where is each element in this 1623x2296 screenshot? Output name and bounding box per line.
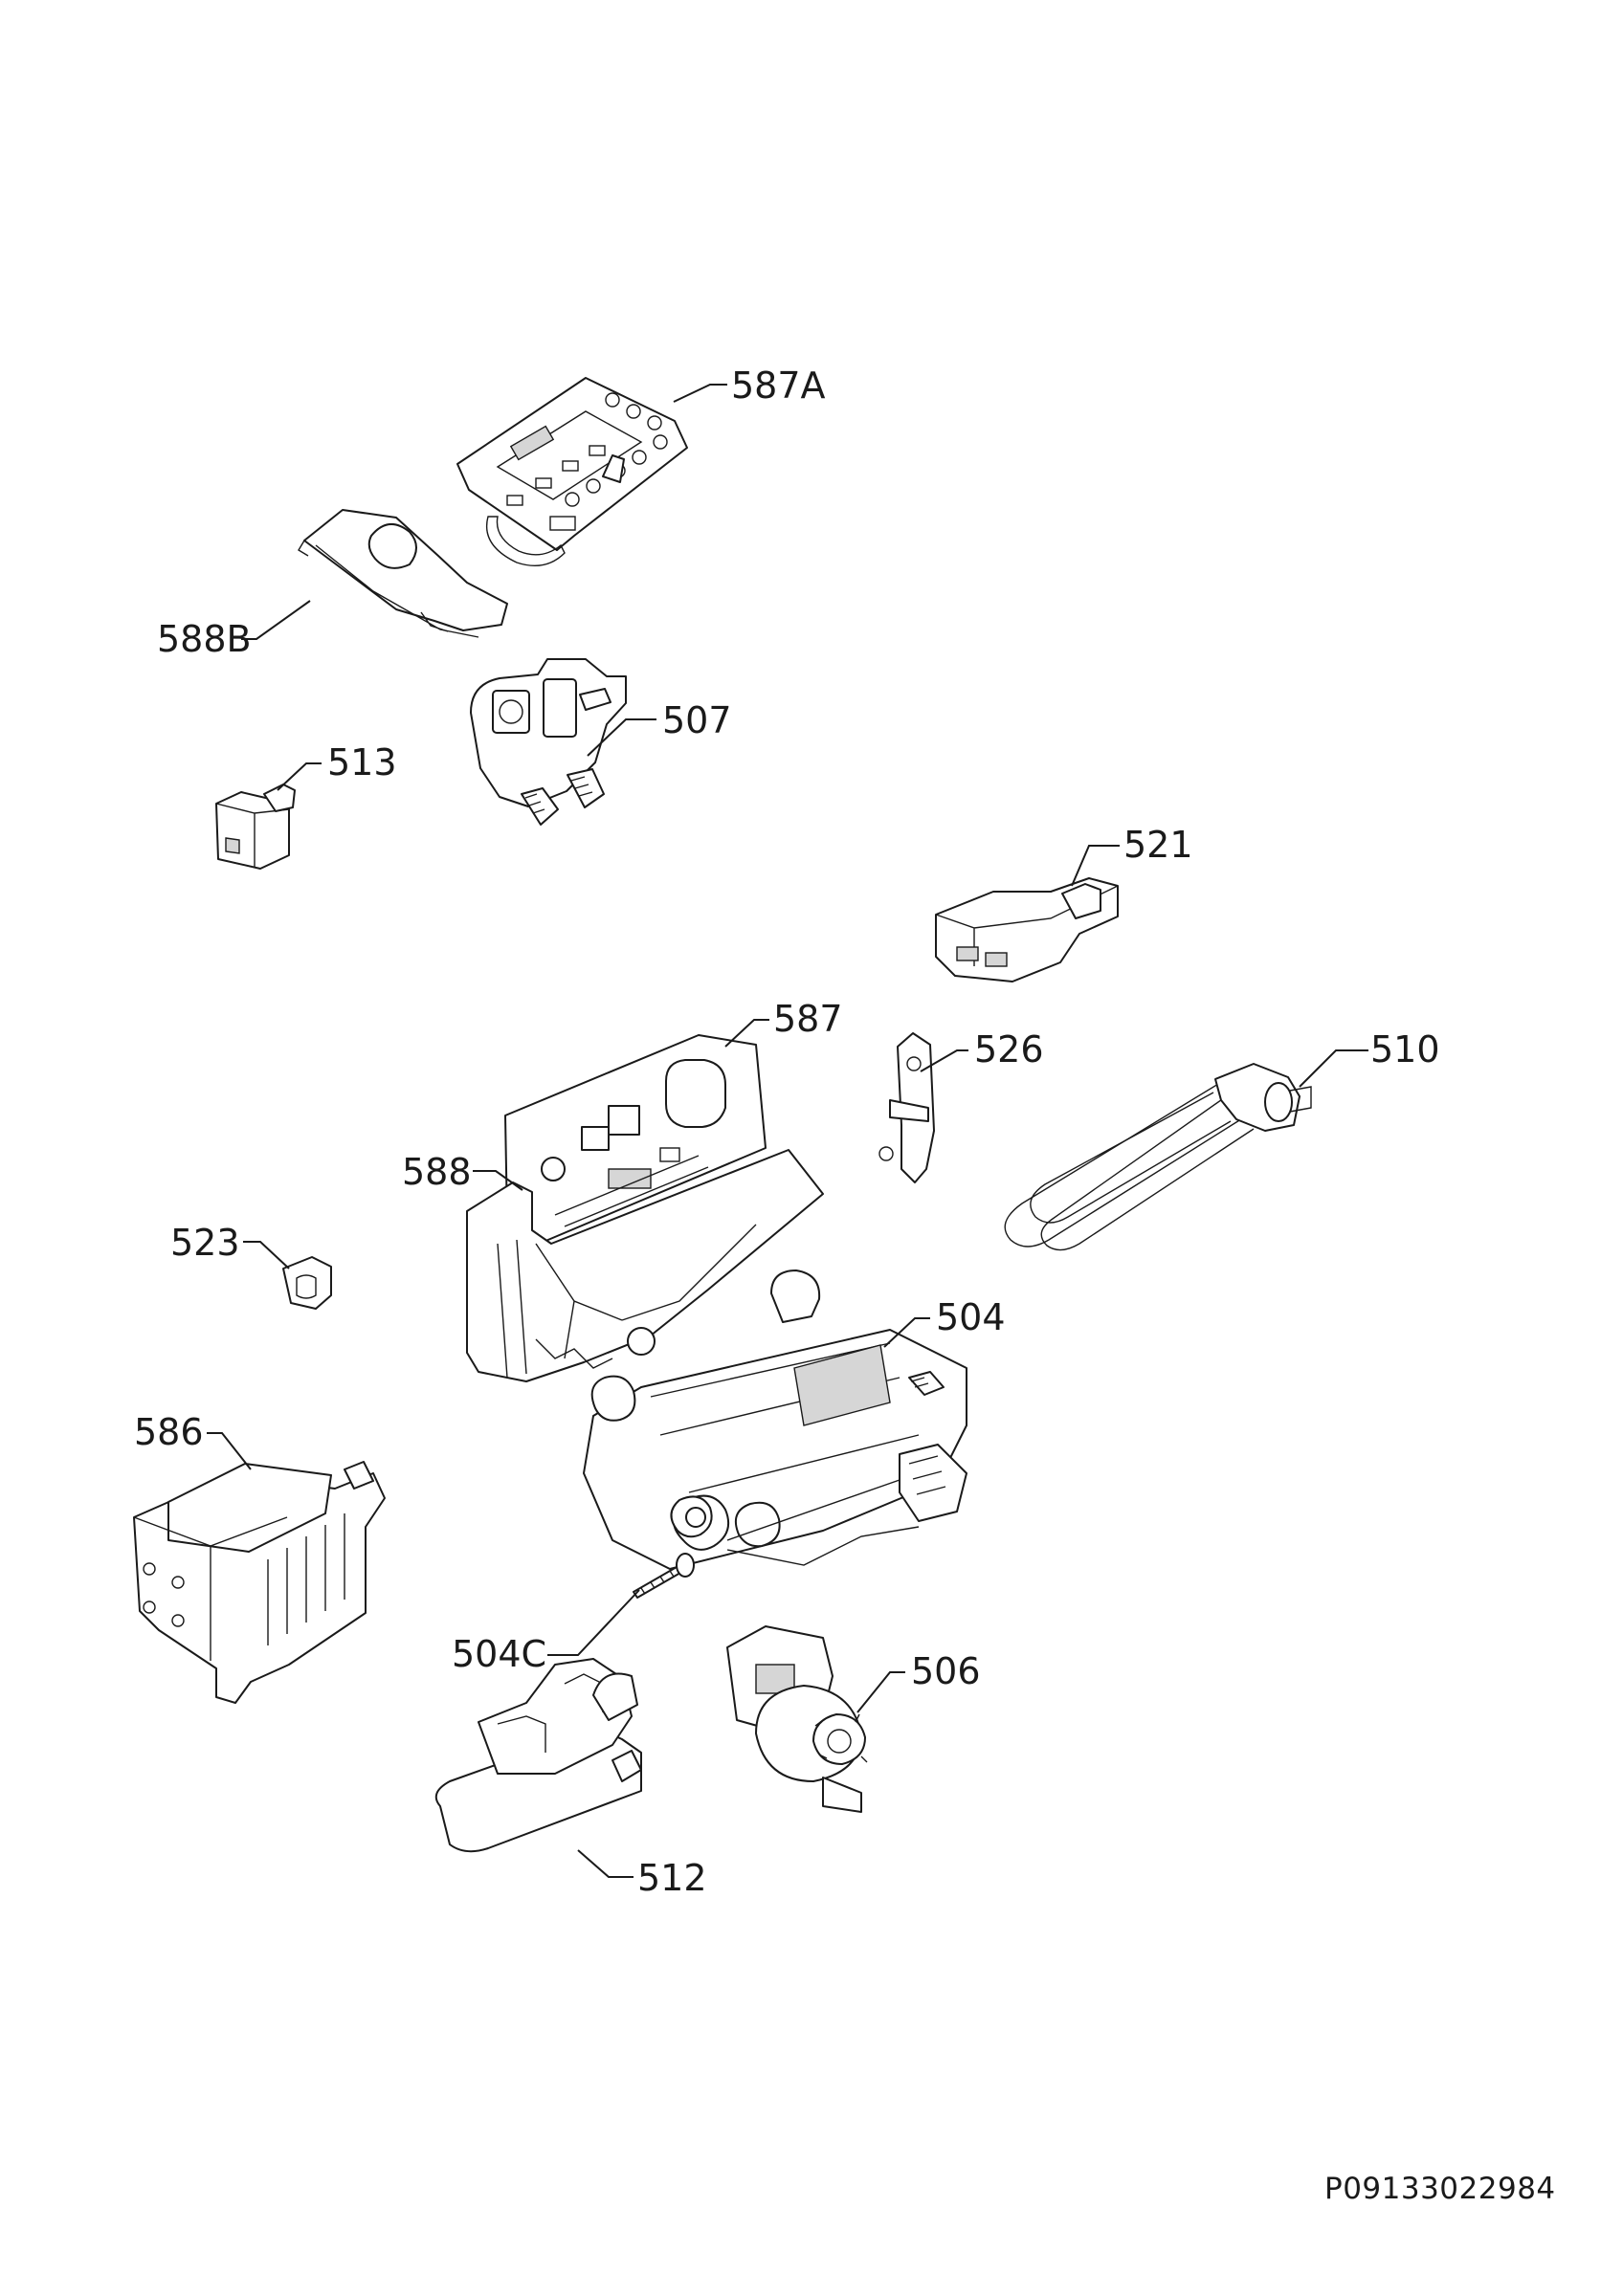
part-512-base-tray[interactable] xyxy=(434,1658,642,1853)
callout-504: 504 xyxy=(936,1296,1006,1338)
part-588B-board-cover[interactable] xyxy=(298,509,508,638)
part-587-main-board[interactable] xyxy=(504,1034,767,1243)
leader-587A xyxy=(673,384,727,403)
leader-504 xyxy=(883,1317,930,1348)
leader-588B xyxy=(241,600,311,640)
callout-588B: 588B xyxy=(157,618,252,660)
callout-587: 587 xyxy=(773,998,843,1040)
callout-512: 512 xyxy=(637,1857,707,1899)
callout-510: 510 xyxy=(1370,1028,1440,1071)
part-504-motor[interactable] xyxy=(583,1269,967,1570)
leader-512 xyxy=(577,1849,634,1878)
callout-588: 588 xyxy=(402,1151,472,1193)
callout-521: 521 xyxy=(1123,824,1193,866)
part-506-drain-pump[interactable] xyxy=(726,1625,868,1813)
part-507-inlet-valve[interactable] xyxy=(470,658,627,826)
leader-510 xyxy=(1299,1049,1368,1088)
document-number: P09133022984 xyxy=(1324,2172,1556,2206)
part-526-sensor-bracket[interactable] xyxy=(878,1032,935,1183)
callout-526: 526 xyxy=(974,1028,1044,1071)
leader-521 xyxy=(1071,845,1120,887)
leader-523 xyxy=(243,1241,290,1269)
part-523-clip[interactable] xyxy=(282,1256,332,1310)
callout-587A: 587A xyxy=(731,364,826,407)
leader-588 xyxy=(473,1170,523,1191)
leader-526 xyxy=(920,1049,968,1072)
leader-506 xyxy=(856,1671,905,1713)
part-586-power-module[interactable] xyxy=(133,1461,386,1704)
callout-523: 523 xyxy=(170,1222,240,1264)
leader-504C xyxy=(547,1589,640,1656)
part-513-suppression-block[interactable] xyxy=(215,784,296,870)
leader-513 xyxy=(277,762,322,791)
leader-586 xyxy=(207,1432,252,1470)
part-588-board-housing[interactable] xyxy=(466,1149,824,1382)
callout-507: 507 xyxy=(662,699,732,741)
part-521-door-interlock[interactable] xyxy=(935,877,1119,982)
leader-507 xyxy=(587,718,656,757)
callout-513: 513 xyxy=(327,741,397,784)
callout-506: 506 xyxy=(911,1650,981,1692)
part-587A-display-board[interactable] xyxy=(456,377,688,566)
callout-586: 586 xyxy=(134,1411,204,1453)
part-504C-screw[interactable] xyxy=(633,1553,695,1599)
leader-587 xyxy=(724,1019,769,1048)
callout-504C: 504C xyxy=(452,1633,546,1675)
part-510-heating-element[interactable] xyxy=(1004,1063,1312,1251)
